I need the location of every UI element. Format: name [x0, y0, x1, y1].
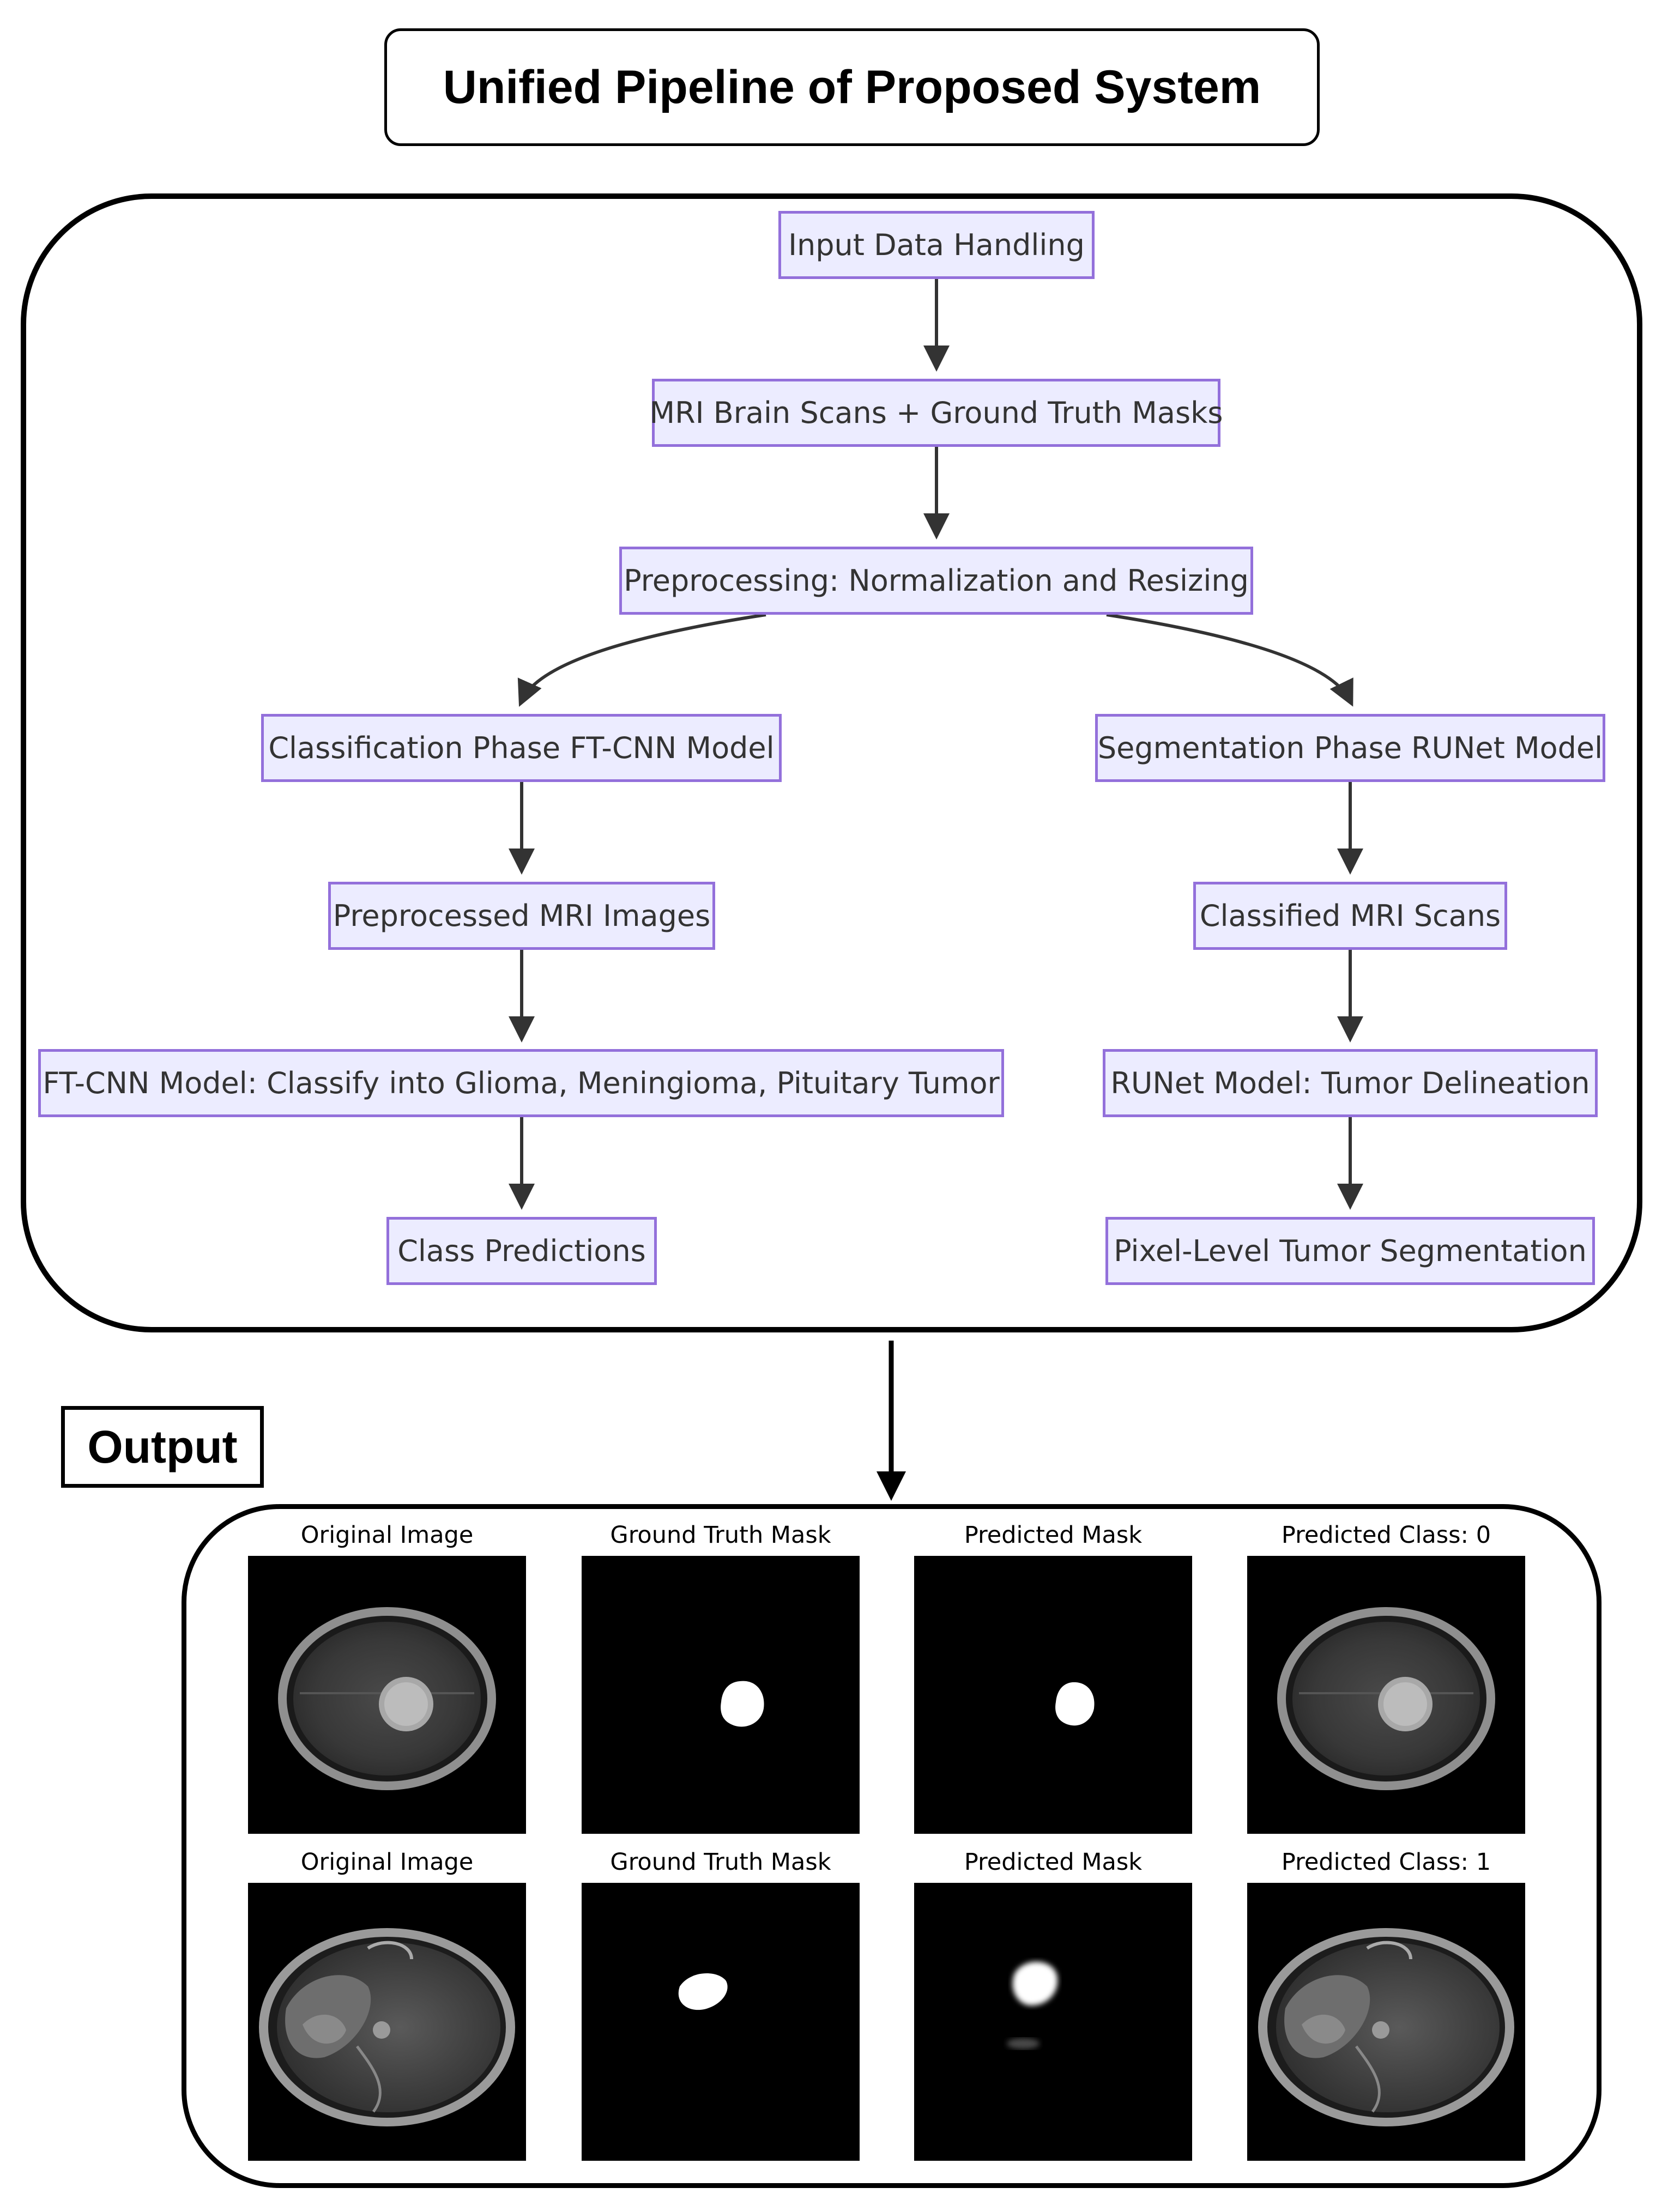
- node-runet-delineation: RUNet Model: Tumor Delineation: [1103, 1049, 1598, 1117]
- panel-title-gt-2: Ground Truth Mask: [610, 1849, 831, 1876]
- panel-title-pred-mask-2: Predicted Mask: [964, 1849, 1143, 1876]
- mri-original-image-2: [248, 1883, 526, 2161]
- node-classification-phase: Classification Phase FT-CNN Model: [261, 714, 782, 782]
- node-mri-scans-masks: MRI Brain Scans + Ground Truth Masks: [649, 379, 1223, 447]
- predicted-mask-1: [914, 1556, 1192, 1834]
- node-label: FT-CNN Model: Classify into Glioma, Meni…: [43, 1066, 1000, 1100]
- node-preprocessing: Preprocessing: Normalization and Resizin…: [619, 547, 1253, 615]
- node-label: Classified MRI Scans: [1199, 899, 1501, 933]
- edge-preprocess-to-classification: [517, 613, 766, 707]
- edge-preprocess-to-segmentation: [1106, 613, 1353, 707]
- output-frame: [182, 1504, 1601, 2188]
- node-label: RUNet Model: Tumor Delineation: [1110, 1066, 1590, 1100]
- predicted-mask-2: [914, 1883, 1192, 2161]
- node-label: MRI Brain Scans + Ground Truth Masks: [649, 396, 1223, 430]
- node-input-data-handling: Input Data Handling: [778, 211, 1095, 279]
- output-label: Output: [61, 1406, 264, 1488]
- panel-title-pred-mask-1: Predicted Mask: [964, 1522, 1143, 1549]
- diagram-title: Unified Pipeline of Proposed System: [443, 60, 1261, 113]
- panel-title-gt-1: Ground Truth Mask: [610, 1522, 831, 1549]
- node-class-predictions: Class Predictions: [386, 1217, 657, 1285]
- node-label: Segmentation Phase RUNet Model: [1097, 731, 1603, 765]
- node-label: Preprocessing: Normalization and Resizin…: [624, 563, 1249, 598]
- node-classified-scans: Classified MRI Scans: [1193, 882, 1507, 950]
- output-label-text: Output: [87, 1421, 238, 1472]
- node-pixel-segmentation: Pixel-Level Tumor Segmentation: [1105, 1217, 1595, 1285]
- pipeline-frame: [21, 193, 1642, 1332]
- node-label: Input Data Handling: [788, 228, 1085, 262]
- node-segmentation-phase: Segmentation Phase RUNet Model: [1095, 714, 1605, 782]
- panel-title-pred-class-1: Predicted Class: 0: [1281, 1522, 1491, 1549]
- ground-truth-mask-1: [582, 1556, 860, 1834]
- title-box: Unified Pipeline of Proposed System: [384, 28, 1320, 146]
- panel-title-original-2: Original Image: [300, 1849, 474, 1876]
- node-label: Pixel-Level Tumor Segmentation: [1114, 1234, 1587, 1268]
- node-label: Preprocessed MRI Images: [333, 899, 711, 933]
- node-label: Classification Phase FT-CNN Model: [268, 731, 775, 765]
- node-label: Class Predictions: [397, 1234, 646, 1268]
- node-preprocessed-images: Preprocessed MRI Images: [328, 882, 715, 950]
- panel-title-pred-class-2: Predicted Class: 1: [1281, 1849, 1491, 1876]
- node-ftcnn-classify: FT-CNN Model: Classify into Glioma, Meni…: [38, 1049, 1004, 1117]
- mri-predicted-class-image-2: [1247, 1883, 1525, 2161]
- panel-title-original-1: Original Image: [300, 1522, 474, 1549]
- ground-truth-mask-2: [582, 1883, 860, 2161]
- mri-predicted-class-image-1: [1247, 1556, 1525, 1834]
- mri-original-image-1: [248, 1556, 526, 1834]
